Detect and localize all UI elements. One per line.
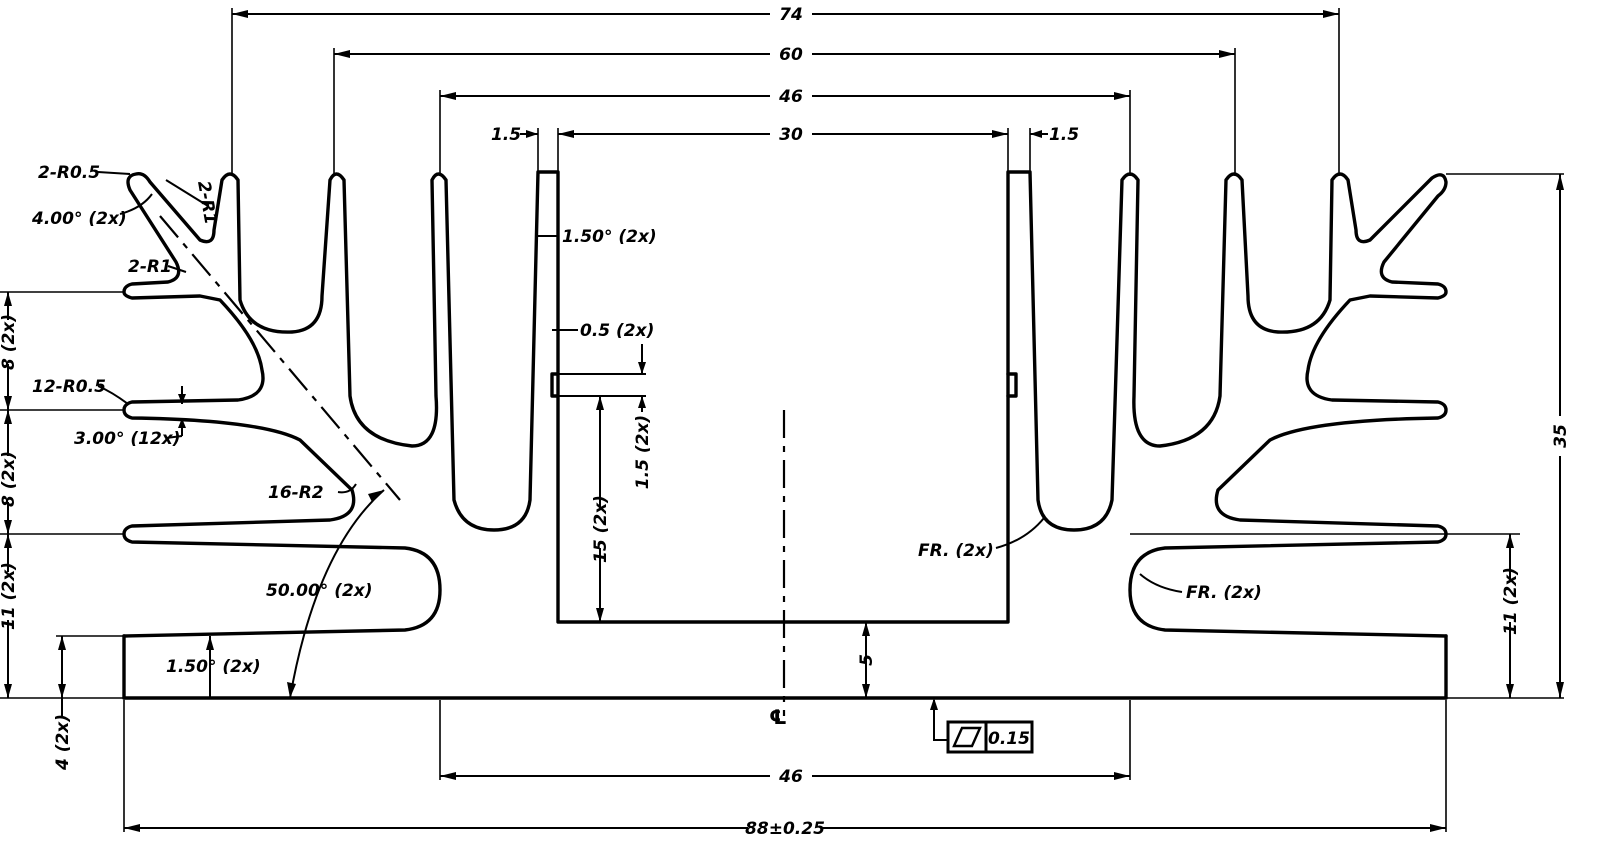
left-slot-ledge [552, 373, 646, 397]
flatness-tolerance-frame [946, 720, 1034, 754]
callout-r0-5-tip: 2-R0.5 [38, 163, 100, 183]
dim-60: 60 [779, 45, 803, 65]
dim-74: 74 [779, 5, 803, 25]
dim-4: 4 (2x) [53, 714, 73, 771]
callout-r0-5-fins: 12-R0.5 [32, 377, 106, 397]
callout-r1-fork: 2-R1 [128, 257, 172, 277]
dim-35: 35 [1551, 424, 1571, 448]
callout-angle-1-50-base: 1.50° (2x) [166, 657, 261, 677]
callout-angle-3-fins: 3.00° (12x) [74, 429, 181, 449]
callout-text: 2-R0.5 4.00° (2x) 2-R1 2-R1 1.50° (2x) 0… [31, 163, 1262, 749]
callout-angle-1-50-wall: 1.50° (2x) [562, 227, 657, 247]
dim-1-5-right: 1.5 [1049, 125, 1079, 145]
fin-angle-centerline [159, 215, 401, 501]
dim-1-5-left: 1.5 [491, 125, 521, 145]
dim-46-top: 46 [778, 87, 803, 107]
centerline-symbol: ℄ [769, 705, 787, 729]
right-slot-notch [1006, 372, 1018, 398]
dimension-lines [4, 10, 1564, 832]
dim-11-right: 11 (2x) [1501, 567, 1521, 635]
callout-fr-lower: FR. (2x) [1186, 583, 1262, 603]
callout-angle-50: 50.00° (2x) [266, 581, 373, 601]
dim-8-lower: 8 (2x) [0, 451, 19, 507]
dim-11-left: 11 (2x) [0, 562, 19, 630]
dim-1-5-slot: 1.5 (2x) [633, 415, 653, 489]
callout-slot-0-5: 0.5 (2x) [580, 321, 654, 341]
callout-r1-angled: 2-R1 [193, 179, 220, 226]
leader-lines [97, 171, 1183, 741]
flatness-value: 0.15 [988, 729, 1030, 749]
flatness-icon [952, 726, 982, 748]
dim-30: 30 [779, 125, 803, 145]
callout-r2-roots: 16-R2 [268, 483, 324, 503]
callout-fr-upper: FR. (2x) [918, 541, 994, 561]
dim-8-upper: 8 (2x) [0, 314, 19, 370]
callout-angle-4: 4.00° (2x) [31, 209, 127, 229]
dim-5: 5 [857, 654, 877, 666]
dim-15: 15 (2x) [591, 495, 611, 563]
dim-46-bottom: 46 [778, 767, 803, 787]
dim-88: 88±0.25 [745, 819, 825, 839]
dimension-text: 74 60 46 30 1.5 1.5 46 88±0.25 35 8 (2x)… [0, 5, 1571, 839]
